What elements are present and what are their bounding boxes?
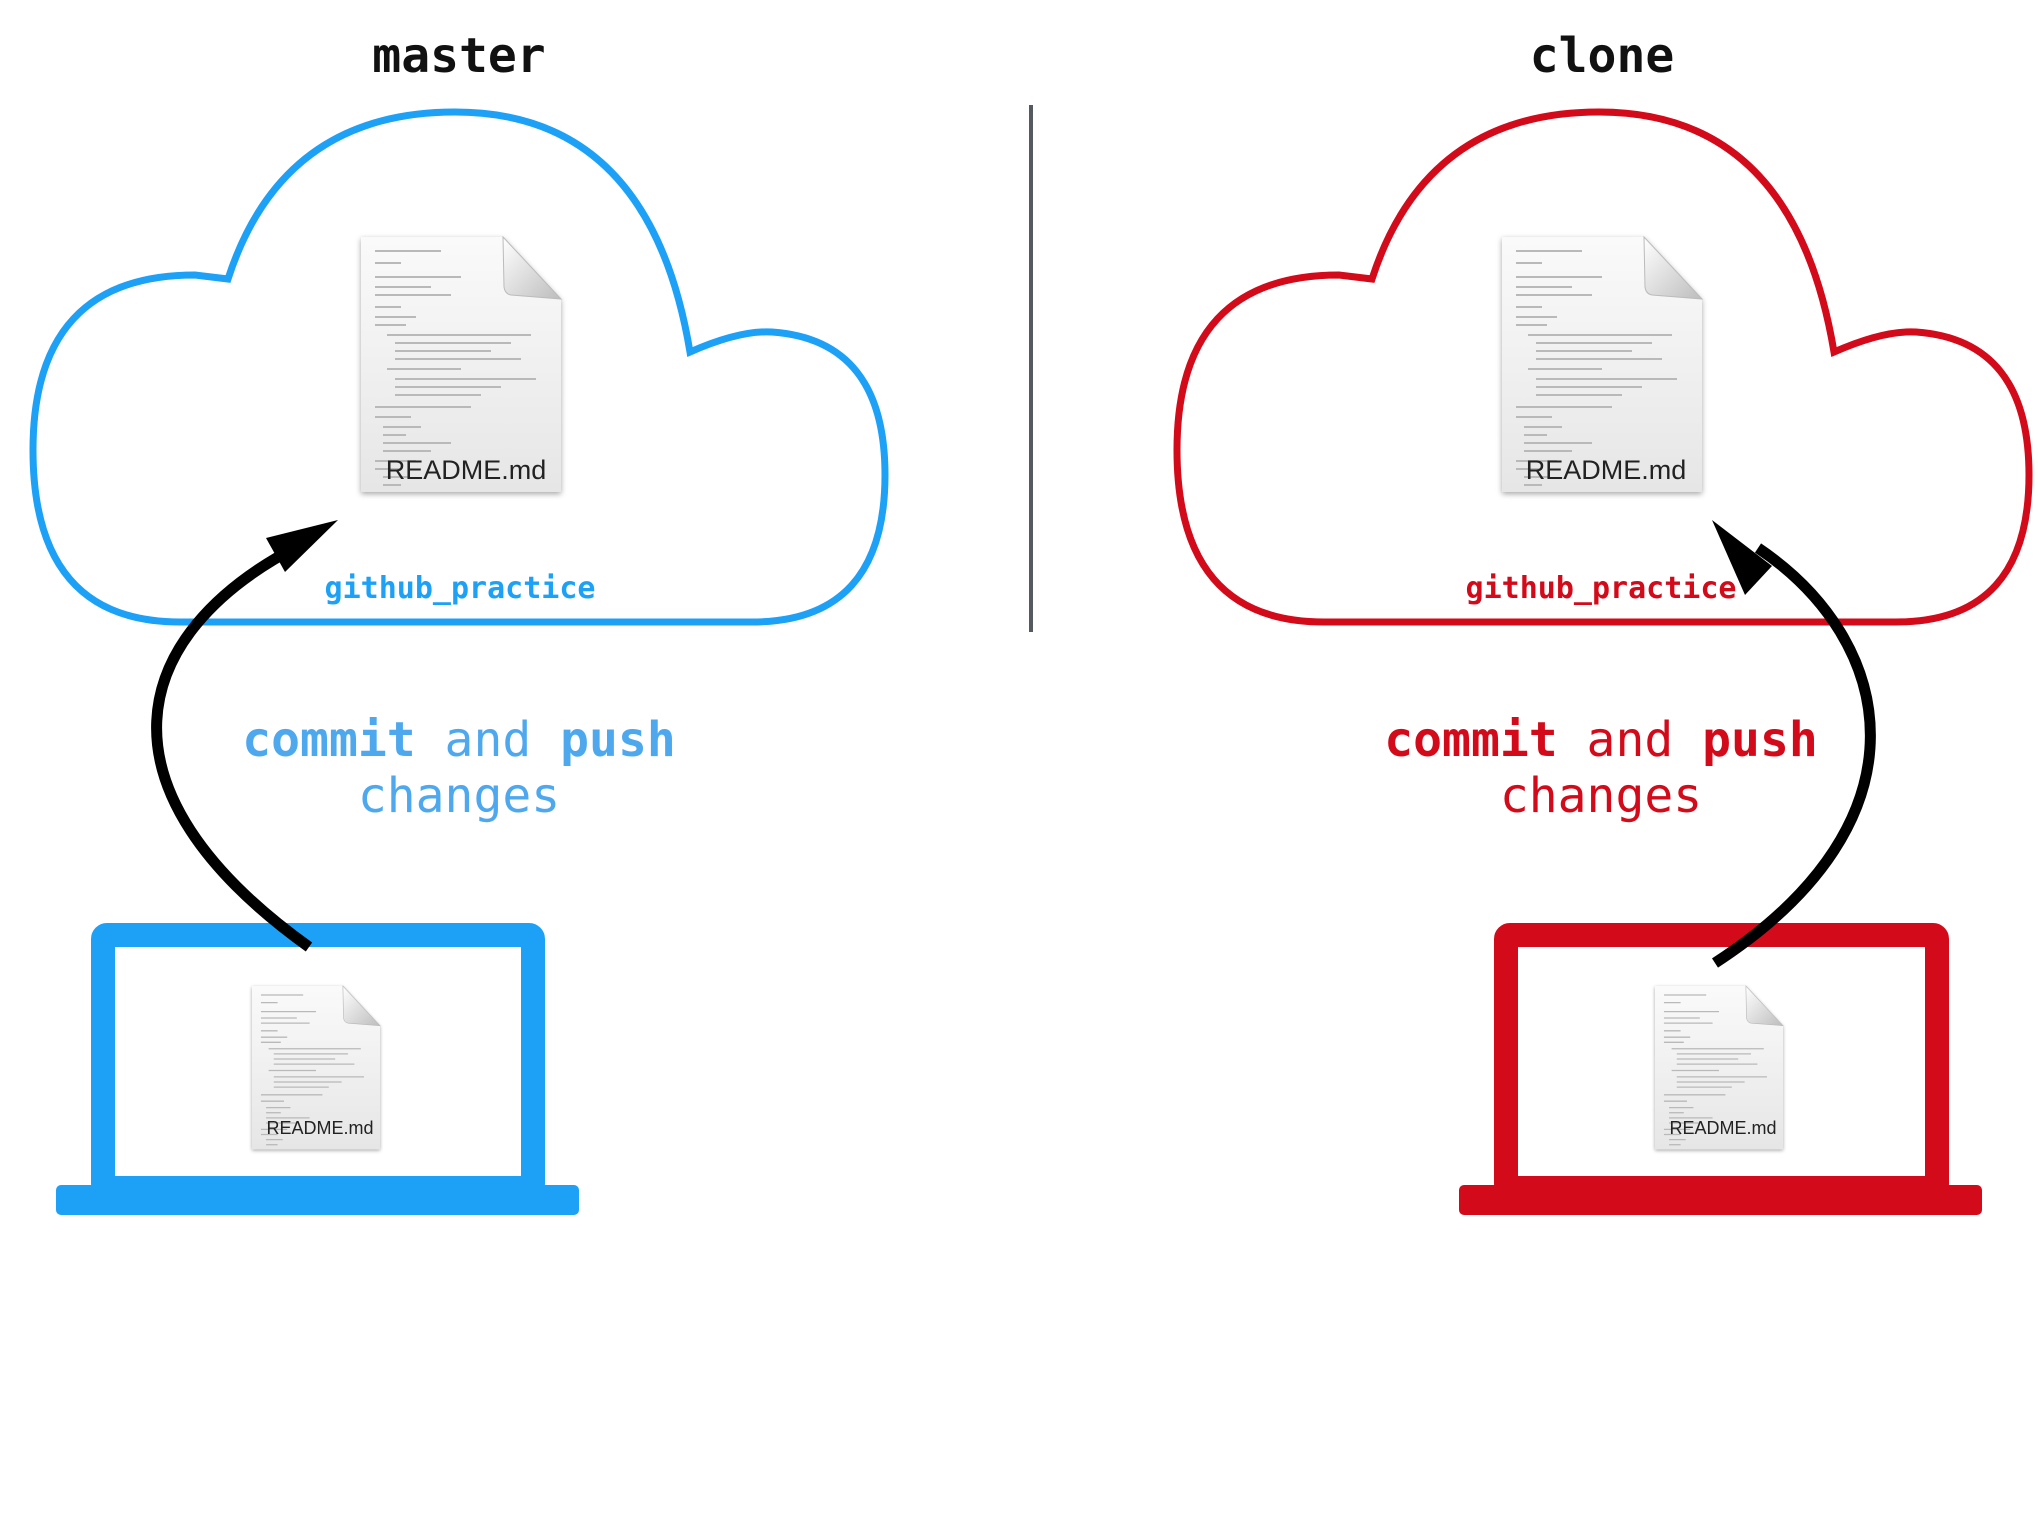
readme-label-laptop: README.md (266, 1118, 373, 1138)
laptop-icon (1459, 923, 1982, 1215)
action-line1: commit and push (1384, 712, 1817, 768)
master-title: master (372, 28, 545, 84)
curved-arrow-icon (1711, 520, 1876, 968)
readme-label-laptop: README.md (1669, 1118, 1776, 1138)
document-icon (361, 237, 561, 492)
document-icon (1502, 237, 1702, 492)
repo-label: github_practice (325, 571, 596, 606)
action-line2: changes (358, 768, 560, 824)
action-line2: changes (1500, 768, 1702, 824)
curved-arrow-icon (151, 520, 338, 952)
action-line1: commit and push (242, 712, 675, 768)
clone-title: clone (1530, 28, 1675, 84)
laptop-icon (56, 923, 579, 1215)
readme-label-cloud: README.md (386, 455, 547, 485)
readme-label-cloud: README.md (1526, 455, 1687, 485)
master-panel: master README.md github_practice commit … (33, 28, 885, 1215)
clone-panel: clone README.md github_practice commit a… (1177, 28, 2029, 1215)
repo-label: github_practice (1466, 571, 1737, 606)
